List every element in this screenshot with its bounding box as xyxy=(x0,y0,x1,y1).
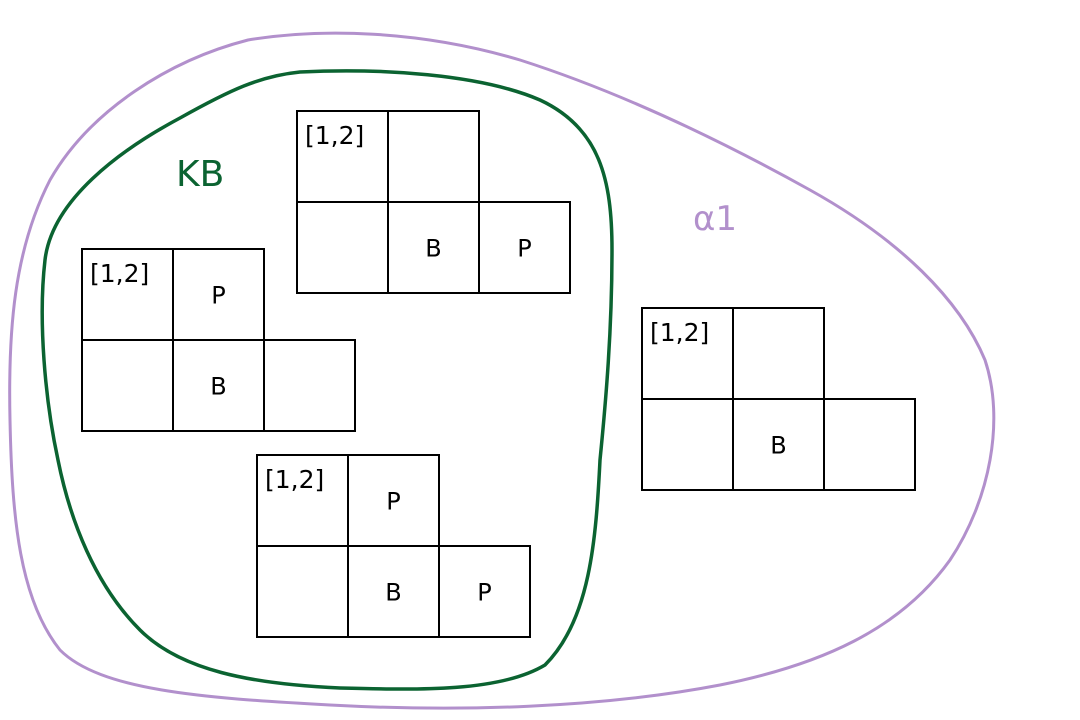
board-cell xyxy=(263,339,356,432)
cell-piece-label: B xyxy=(210,373,226,401)
board-cell xyxy=(732,307,825,400)
board-cell xyxy=(81,339,174,432)
board-top: [1,2] B P xyxy=(296,110,571,294)
board-cell xyxy=(823,398,916,491)
cell-piece-label: B xyxy=(425,235,441,263)
board-cell xyxy=(438,545,531,638)
kb-region-outline xyxy=(40,69,614,691)
alpha-region-label: α1 xyxy=(693,199,737,239)
board-bottom: [1,2] P B P xyxy=(256,454,531,638)
cell-piece-label: P xyxy=(211,282,225,310)
board-left: [1,2] P B xyxy=(81,248,356,432)
board-cell xyxy=(256,545,349,638)
cell-coordinate-label: [1,2] xyxy=(90,259,149,288)
cell-coordinate-label: [1,2] xyxy=(650,318,709,347)
cell-piece-label: B xyxy=(385,579,401,607)
cell-coordinate-label: [1,2] xyxy=(265,465,324,494)
cell-piece-label: P xyxy=(517,235,531,263)
board-cell xyxy=(387,110,480,203)
board-right: [1,2] B xyxy=(641,307,916,491)
cell-piece-label: B xyxy=(770,432,786,460)
board-cell xyxy=(478,201,571,294)
cell-piece-label: P xyxy=(386,488,400,516)
cell-coordinate-label: [1,2] xyxy=(305,121,364,150)
board-cell xyxy=(296,201,389,294)
kb-region-label: KB xyxy=(176,154,224,195)
board-cell xyxy=(641,398,734,491)
cell-piece-label: P xyxy=(477,579,491,607)
alpha-region-outline xyxy=(8,31,996,710)
